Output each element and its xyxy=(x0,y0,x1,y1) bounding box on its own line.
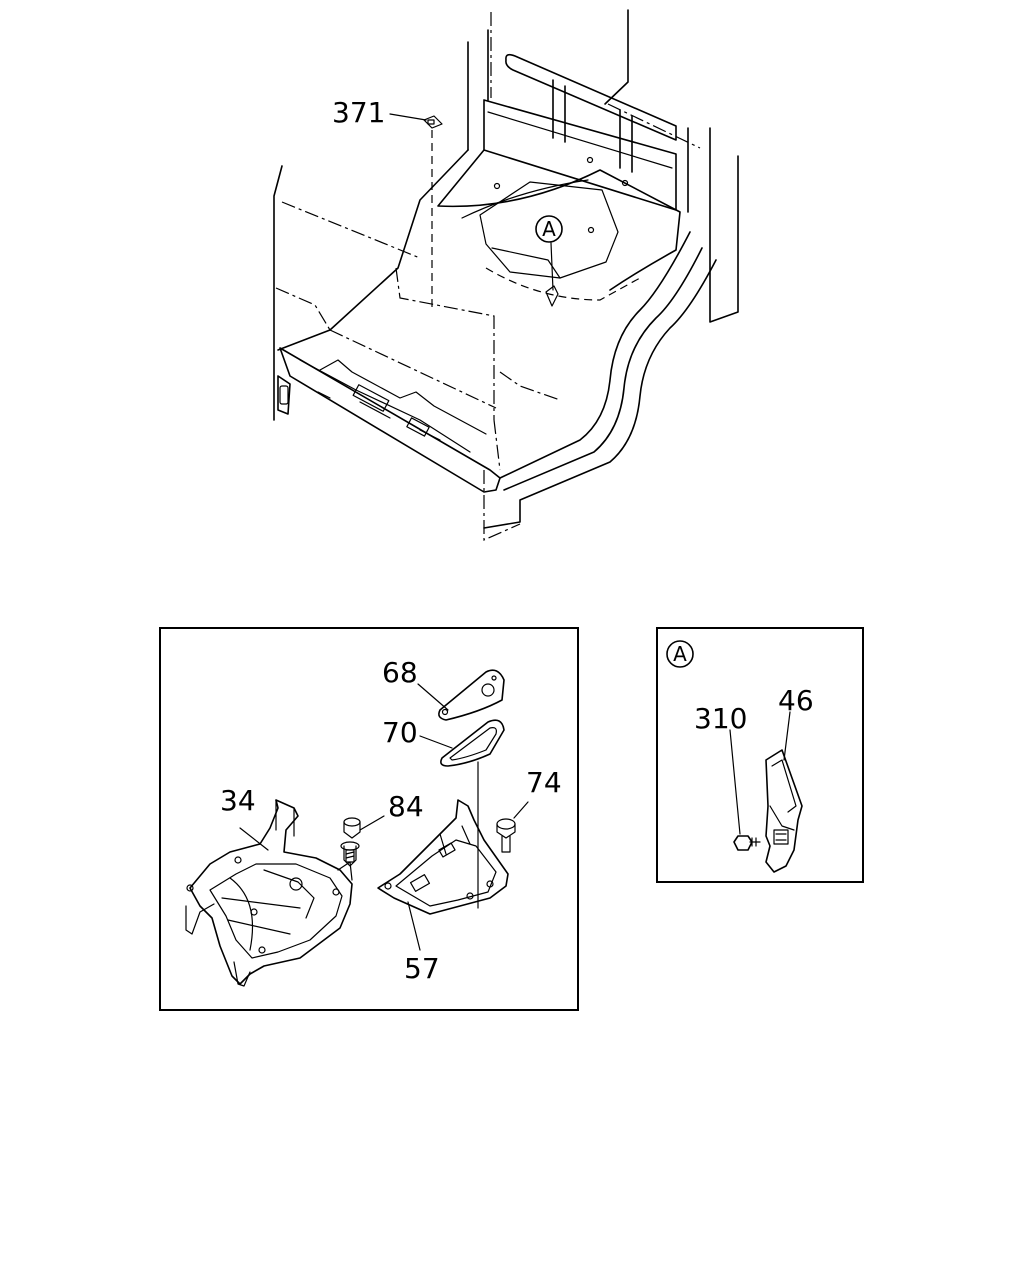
label-371: 371 xyxy=(332,96,385,129)
label-74: 74 xyxy=(526,766,562,799)
label-84: 84 xyxy=(388,790,424,823)
callout-a-label: A xyxy=(542,217,556,241)
cab-floor-assembly xyxy=(273,9,739,541)
detail-a-label: A xyxy=(673,642,687,666)
label-68: 68 xyxy=(382,656,418,689)
callout-a-circle xyxy=(535,215,563,243)
detail-a-circle xyxy=(666,640,694,668)
detail-box-cover xyxy=(159,627,579,1011)
label-310: 310 xyxy=(694,702,747,735)
latch-parts xyxy=(729,711,803,873)
label-46: 46 xyxy=(778,684,814,717)
cover-parts xyxy=(185,669,529,987)
detail-box-a xyxy=(656,627,864,883)
label-34: 34 xyxy=(220,784,256,817)
label-57: 57 xyxy=(404,952,440,985)
label-70: 70 xyxy=(382,716,418,749)
